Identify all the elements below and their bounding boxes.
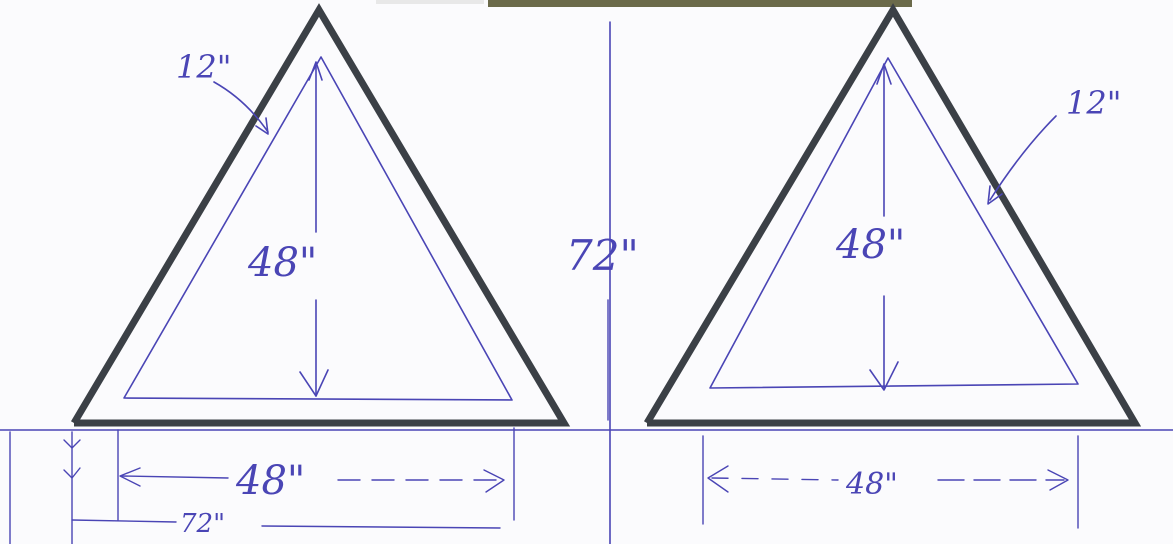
left-overall-label: 72": [180, 509, 225, 539]
photo-strip: [376, 0, 912, 7]
left-corner-callout-arrow: [213, 81, 269, 133]
center-height-label: 72": [566, 231, 639, 280]
left-outer-triangle: [70, 3, 571, 427]
left-corner-label: 12": [176, 48, 231, 86]
left-dimensions: [9, 427, 515, 544]
right-corner-label: 12": [1066, 84, 1121, 122]
left-triangle-group: [70, 3, 571, 427]
right-corner-callout-arrow: [989, 115, 1057, 201]
right-outer-triangle: [643, 3, 1142, 427]
right-height-arrowhead-up: [876, 63, 892, 85]
right-height-label: 48": [835, 222, 905, 268]
left-inner-triangle: [123, 56, 513, 401]
right-width-label: 48": [845, 467, 898, 502]
left-height-arrowhead-down: [299, 369, 329, 397]
left-height-label: 48": [247, 240, 317, 286]
right-dimensions: [702, 435, 1079, 529]
right-inner-triangle: [709, 57, 1079, 389]
left-corner-callout-head: [255, 117, 269, 135]
right-corner-callout-head: [987, 185, 1003, 205]
left-height-arrowhead-up: [308, 61, 323, 81]
right-triangle-group: [643, 3, 1142, 427]
right-height-arrowhead-down: [869, 361, 899, 391]
left-width-label: 48": [235, 458, 305, 504]
